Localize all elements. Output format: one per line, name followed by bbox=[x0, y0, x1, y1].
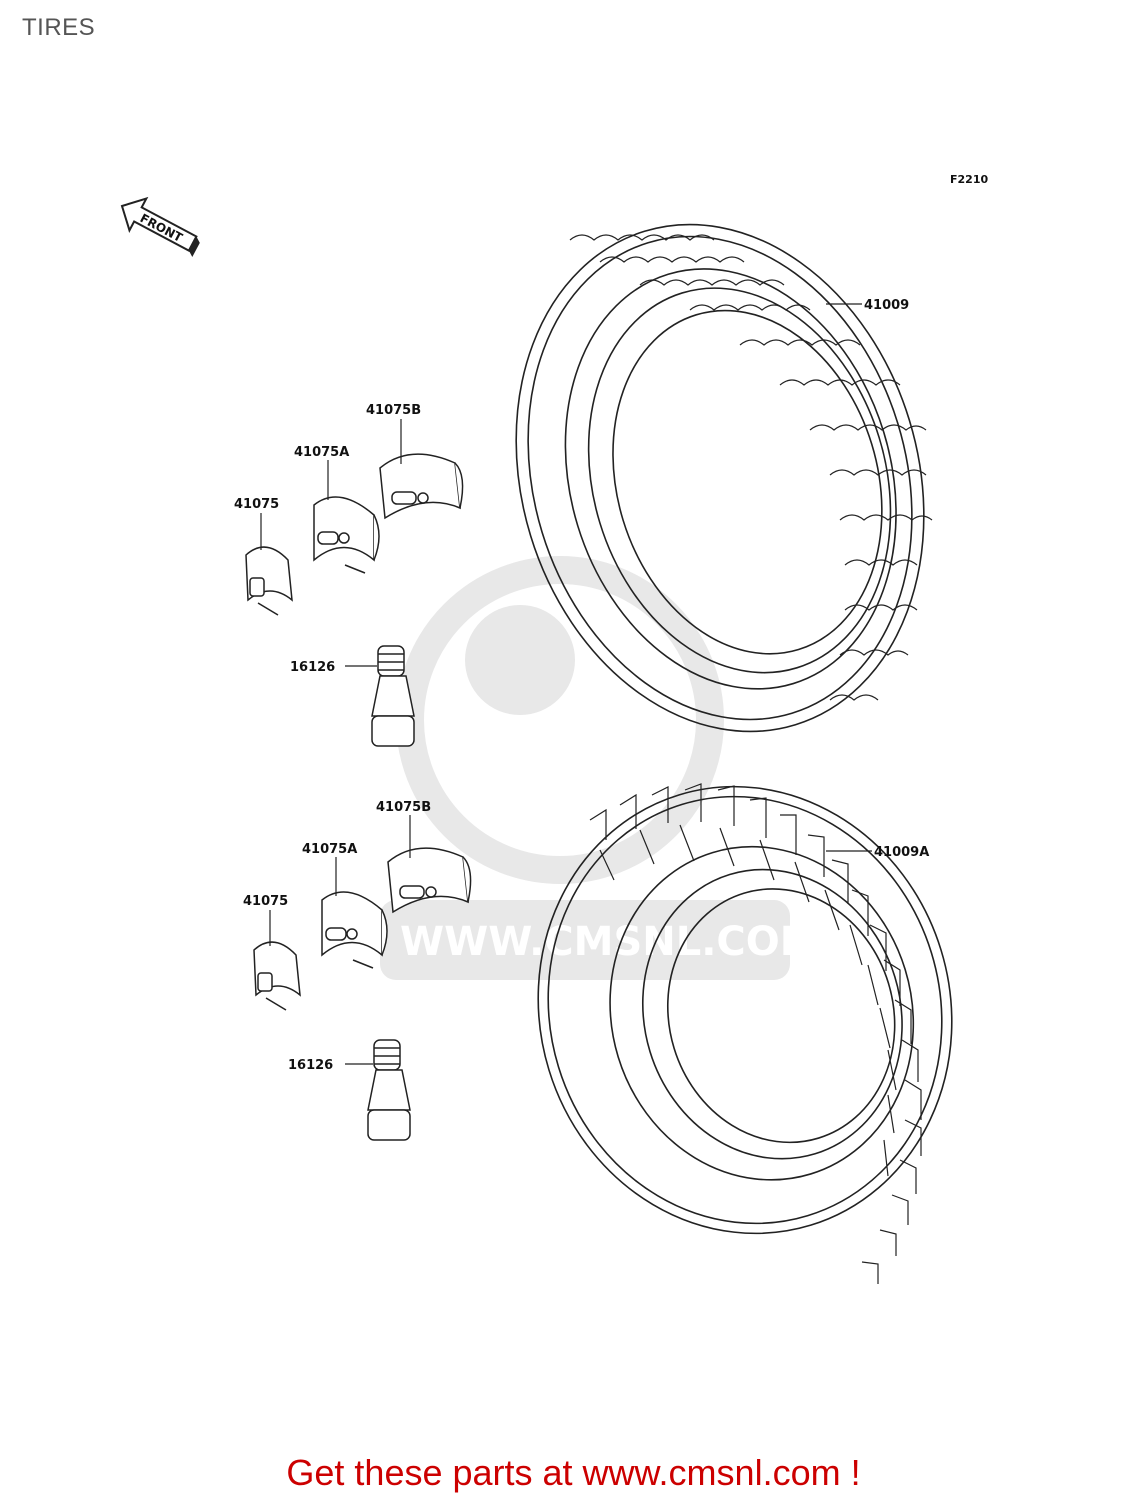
tire-valve-lower bbox=[367, 1039, 411, 1141]
tire-valve-upper bbox=[371, 645, 415, 747]
callout-lower-weight-a: 41075A bbox=[302, 842, 357, 857]
callout-lower-weight: 41075 bbox=[243, 894, 288, 909]
callout-upper-weight-a: 41075A bbox=[294, 445, 349, 460]
parts-diagram: WWW.CMSNL.COM F2210 FRONT bbox=[120, 173, 988, 1284]
balance-weight-a-upper bbox=[313, 496, 380, 574]
watermark: WWW.CMSNL.COM bbox=[380, 556, 820, 980]
callout-front-tire: 41009A bbox=[874, 845, 929, 860]
rear-tire bbox=[515, 223, 933, 733]
callout-upper-weight: 41075 bbox=[234, 497, 279, 512]
page-title: TIRES bbox=[22, 14, 96, 41]
callout-rear-tire: 41009 bbox=[864, 298, 909, 313]
callout-upper-weight-b: 41075B bbox=[366, 403, 421, 418]
footer-link[interactable]: Get these parts at www.cmsnl.com ! bbox=[286, 1452, 861, 1493]
balance-weight-lower bbox=[253, 941, 301, 1011]
balance-weight-a-lower bbox=[321, 891, 388, 969]
balance-weight-b-lower bbox=[387, 847, 472, 914]
front-tire bbox=[537, 783, 953, 1284]
balance-weight-upper bbox=[245, 546, 293, 616]
watermark-text: WWW.CMSNL.COM bbox=[400, 919, 820, 965]
balance-weight-b-upper bbox=[379, 453, 464, 520]
callout-upper-valve: 16126 bbox=[290, 660, 335, 675]
callout-lower-valve: 16126 bbox=[288, 1058, 333, 1073]
callout-lower-weight-b: 41075B bbox=[376, 800, 431, 815]
front-arrow-icon: FRONT bbox=[120, 196, 200, 257]
figure-code: F2210 bbox=[950, 173, 988, 186]
front-tire-tread bbox=[589, 783, 922, 1284]
rear-tire-tread bbox=[569, 234, 933, 701]
